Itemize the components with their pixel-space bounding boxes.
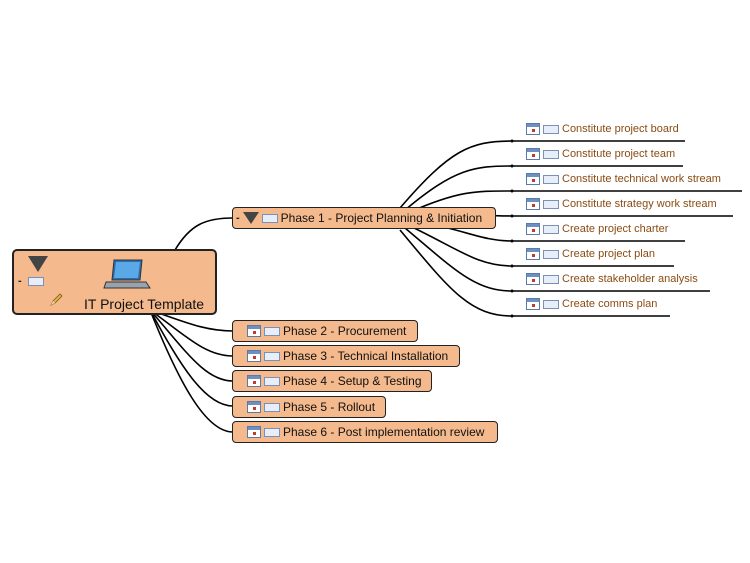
- link-central-phase-1: [174, 217, 234, 251]
- note-icon: [543, 174, 559, 184]
- link-end-dot: [510, 239, 514, 243]
- task-node[interactable]: Constitute project board: [526, 120, 679, 138]
- link-end-dot: [510, 214, 514, 218]
- note-icon: [28, 277, 44, 286]
- link-task-7: [404, 227, 710, 292]
- task-node[interactable]: Create project plan: [526, 245, 655, 263]
- phase-4-label: Phase 4 - Setup & Testing: [283, 374, 422, 388]
- phase-3-node[interactable]: Phase 3 - Technical Installation: [232, 345, 460, 367]
- calendar-icon: [526, 123, 540, 135]
- link-task-1: [399, 140, 685, 209]
- shield-icon: [28, 256, 48, 272]
- phase-3-label: Phase 3 - Technical Installation: [283, 349, 449, 363]
- central-topic[interactable]: - IT Project Template: [12, 249, 217, 315]
- link-central-phase-3: [149, 309, 234, 357]
- note-icon: [543, 274, 559, 284]
- note-icon: [543, 249, 559, 259]
- phase-6-label: Phase 6 - Post implementation review: [283, 425, 485, 439]
- calendar-icon: [526, 248, 540, 260]
- collapse-toggle[interactable]: -: [18, 275, 22, 287]
- phase-1-node[interactable]: - Phase 1 - Project Planning & Initiatio…: [232, 207, 496, 229]
- link-central-phase-6: [149, 309, 234, 433]
- calendar-icon: [247, 375, 261, 387]
- note-icon: [543, 124, 559, 134]
- task-label: Constitute project board: [562, 123, 679, 135]
- note-icon: [543, 199, 559, 209]
- phase-1-label: Phase 1 - Project Planning & Initiation: [280, 211, 483, 225]
- calendar-icon: [526, 148, 540, 160]
- note-icon: [543, 149, 559, 159]
- calendar-icon: [526, 298, 540, 310]
- note-icon: [264, 351, 280, 361]
- shield-icon: [242, 212, 259, 224]
- task-label: Create project plan: [562, 248, 655, 260]
- calendar-icon: [526, 198, 540, 210]
- phase-6-node[interactable]: Phase 6 - Post implementation review: [232, 421, 498, 443]
- phase-2-node[interactable]: Phase 2 - Procurement: [232, 320, 418, 342]
- task-label: Constitute technical work stream: [562, 173, 721, 185]
- link-central-phase-5: [149, 309, 234, 407]
- link-task-6: [409, 225, 674, 267]
- calendar-icon: [247, 325, 261, 337]
- note-icon: [543, 224, 559, 234]
- link-central-phase-4: [149, 309, 234, 382]
- link-end-dot: [510, 264, 514, 268]
- calendar-icon: [526, 223, 540, 235]
- task-node[interactable]: Create stakeholder analysis: [526, 270, 698, 288]
- pencil-icon: [50, 293, 63, 306]
- calendar-icon: [247, 350, 261, 362]
- note-icon: [264, 376, 280, 386]
- phase-5-node[interactable]: Phase 5 - Rollout: [232, 396, 386, 418]
- task-label: Create comms plan: [562, 298, 658, 310]
- link-task-2: [404, 165, 683, 211]
- phase-4-node[interactable]: Phase 4 - Setup & Testing: [232, 370, 432, 392]
- note-icon: [264, 427, 280, 437]
- link-task-8: [399, 229, 670, 317]
- task-label: Constitute strategy work stream: [562, 198, 717, 210]
- task-node[interactable]: Create comms plan: [526, 295, 657, 313]
- link-end-dot: [510, 314, 514, 318]
- note-icon: [264, 326, 280, 336]
- link-end-dot: [510, 189, 514, 193]
- calendar-icon: [526, 173, 540, 185]
- task-node[interactable]: Constitute strategy work stream: [526, 195, 717, 213]
- task-label: Create stakeholder analysis: [562, 273, 698, 285]
- note-icon: [261, 213, 278, 223]
- note-icon: [264, 402, 280, 412]
- calendar-icon: [247, 401, 261, 413]
- collapse-toggle[interactable]: -: [236, 212, 240, 224]
- central-title: IT Project Template: [84, 296, 205, 312]
- task-label: Constitute project team: [562, 148, 676, 160]
- task-label: Create project charter: [562, 223, 669, 235]
- link-end-dot: [510, 139, 514, 143]
- link-task-3: [409, 190, 742, 213]
- phase-2-label: Phase 2 - Procurement: [283, 324, 407, 338]
- link-end-dot: [510, 164, 514, 168]
- link-end-dot: [510, 289, 514, 293]
- task-node[interactable]: Create project charter: [526, 220, 668, 238]
- task-node[interactable]: Constitute project team: [526, 145, 675, 163]
- phase-5-label: Phase 5 - Rollout: [283, 400, 376, 414]
- task-node[interactable]: Constitute technical work stream: [526, 170, 721, 188]
- calendar-icon: [526, 273, 540, 285]
- laptop-icon: [103, 259, 151, 289]
- calendar-icon: [247, 426, 261, 438]
- note-icon: [543, 299, 559, 309]
